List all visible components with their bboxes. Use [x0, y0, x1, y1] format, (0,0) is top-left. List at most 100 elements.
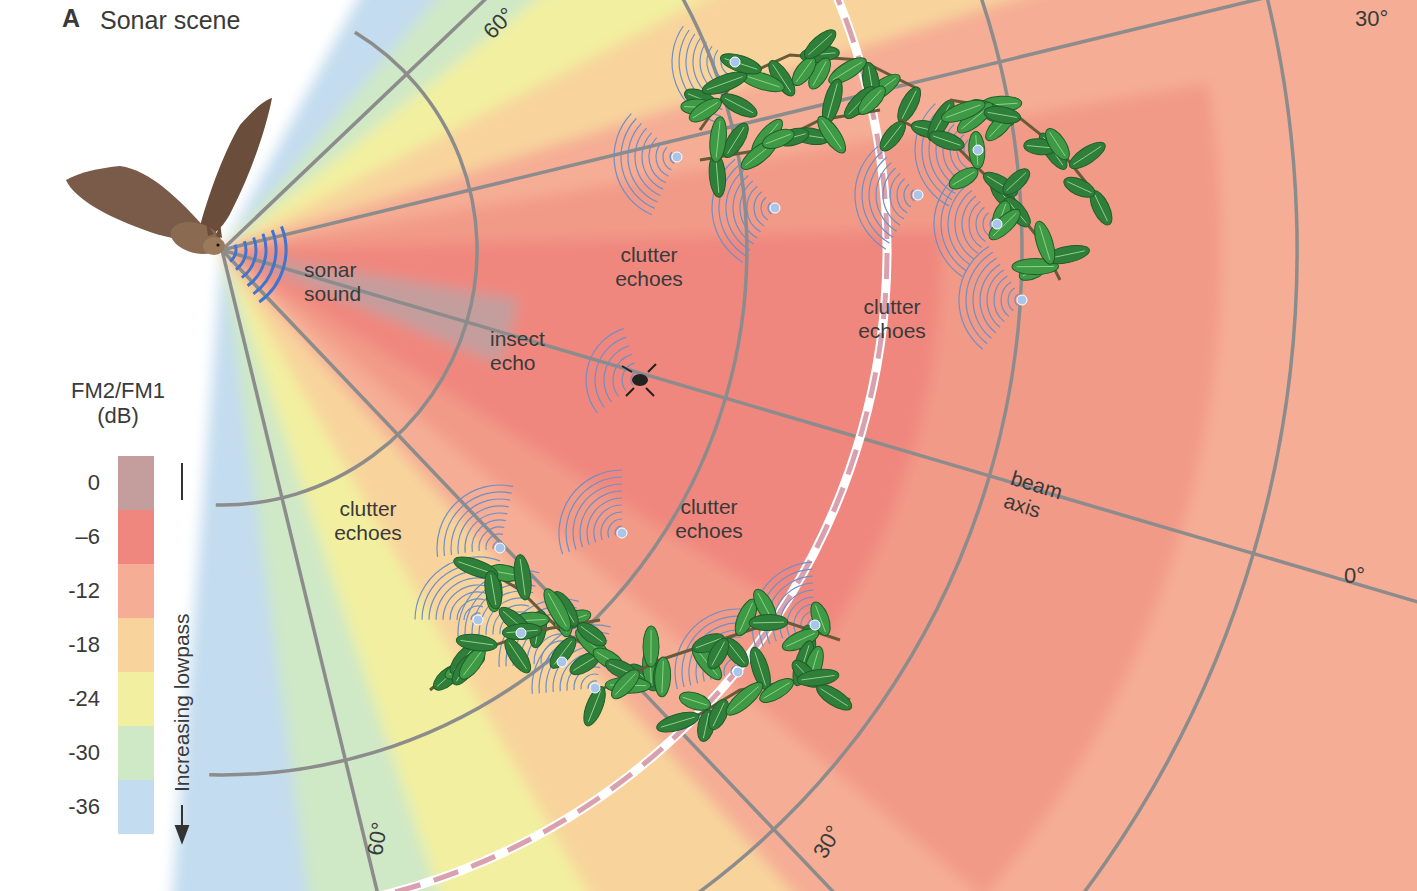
echo-wave: [594, 505, 622, 542]
legend-swatch: [118, 780, 154, 834]
leaf-vein: [662, 661, 663, 693]
reflector-dot: [672, 152, 682, 162]
echo-wave: [559, 470, 622, 554]
leaf-vein: [755, 652, 766, 686]
echo-wave: [969, 202, 982, 248]
leaf: [643, 626, 659, 667]
leaf: [813, 112, 851, 157]
legend-swatch: [118, 564, 154, 618]
scene-label: clutter echoes: [664, 495, 754, 543]
leaf-vein: [573, 657, 596, 671]
leaf-vein: [1095, 194, 1108, 221]
echo-wave: [635, 128, 660, 195]
distance-arc: [338, 0, 888, 891]
leaf-vein: [588, 691, 600, 722]
leaf: [854, 82, 890, 119]
leaf-vein: [716, 121, 720, 157]
sonar-wave: [230, 245, 236, 262]
leaf: [1061, 173, 1098, 201]
leaf: [1041, 125, 1074, 164]
legend-value: 0: [30, 470, 100, 495]
leaf-vein: [725, 98, 753, 113]
echo-wave: [876, 163, 897, 232]
echo-wave: [747, 186, 761, 232]
leaf-vein: [884, 125, 902, 147]
leaf: [654, 657, 672, 698]
leaf: [502, 622, 542, 641]
leaf-vein: [728, 642, 745, 664]
grid-ray: [222, 0, 1417, 250]
heat-band: [222, 0, 1417, 891]
legend-title: FM2/FM1 (dB): [58, 378, 178, 428]
leaf: [455, 632, 498, 653]
echo-wave: [948, 185, 970, 265]
echo-wave: [987, 270, 1004, 327]
leaf-vein: [728, 127, 745, 154]
leaf: [677, 689, 713, 714]
leaf: [545, 633, 580, 672]
sonar-wave: [248, 234, 266, 286]
leaf-vein: [753, 622, 784, 624]
reflector-dot: [516, 628, 526, 638]
leaf-vein: [703, 713, 708, 738]
grid-arc: [203, 0, 1022, 891]
grid-arc: [216, 32, 477, 505]
leaf-vein: [463, 651, 481, 675]
heat-band: [222, 0, 1417, 891]
legend-swatch: [118, 726, 154, 780]
reflector-dot: [770, 203, 780, 213]
panel-letter: A: [62, 4, 80, 33]
echo-wave: [465, 513, 507, 553]
reflector-dot: [733, 667, 743, 677]
scene-label: clutter echoes: [847, 295, 937, 343]
heat-band: [239, 230, 942, 636]
legend-value: -30: [30, 740, 100, 765]
leaf-vein: [693, 102, 718, 118]
echo-wave: [1001, 282, 1011, 316]
echo-wave: [642, 133, 663, 189]
distance-arc: [338, 0, 888, 891]
leaf-vein: [712, 642, 725, 666]
leaf-vein: [1073, 146, 1101, 164]
leaf: [1031, 219, 1059, 266]
leaf-vein: [1067, 182, 1091, 193]
leaf-vein: [730, 687, 758, 711]
echo-wave: [726, 170, 750, 250]
legend-value: -24: [30, 686, 100, 711]
leaf-vein: [548, 593, 566, 626]
reflector-dot: [992, 219, 1002, 229]
leaf-vein: [1039, 226, 1049, 260]
echo-wave: [451, 499, 510, 555]
angle-label: 0°: [1344, 563, 1365, 588]
echo-wave: [897, 179, 907, 213]
echo-wave: [656, 143, 669, 177]
leaf-vein: [862, 90, 881, 111]
leaf: [512, 554, 534, 601]
echo-wave: [890, 173, 904, 219]
leaf: [482, 570, 504, 610]
grid-arc: [196, 0, 1297, 891]
leaf-vein: [827, 84, 837, 120]
echo-wave: [740, 181, 757, 238]
angle-label: 30°: [1355, 6, 1388, 31]
reflector-dot: [810, 620, 820, 630]
legend-value: -18: [30, 632, 100, 657]
sonar-wave: [259, 226, 286, 302]
leaf: [893, 84, 925, 126]
reflector-dot: [557, 657, 567, 667]
sonar-emission: [230, 226, 286, 302]
scene-label: clutter echoes: [604, 243, 694, 291]
leaf: [500, 635, 535, 677]
foliage: [429, 25, 1116, 743]
echo-wave: [1008, 288, 1015, 311]
leaf: [654, 708, 701, 736]
leaf-vein: [1050, 132, 1066, 156]
branch: [430, 620, 600, 690]
echo-wave: [586, 329, 624, 413]
grid-arc: [209, 0, 747, 775]
leaf-vein: [460, 640, 493, 645]
reflector-dot: [973, 145, 983, 155]
lowpass-heatmap: [53, 0, 1417, 891]
echo-wave: [663, 147, 671, 169]
echo-wave: [566, 477, 622, 552]
